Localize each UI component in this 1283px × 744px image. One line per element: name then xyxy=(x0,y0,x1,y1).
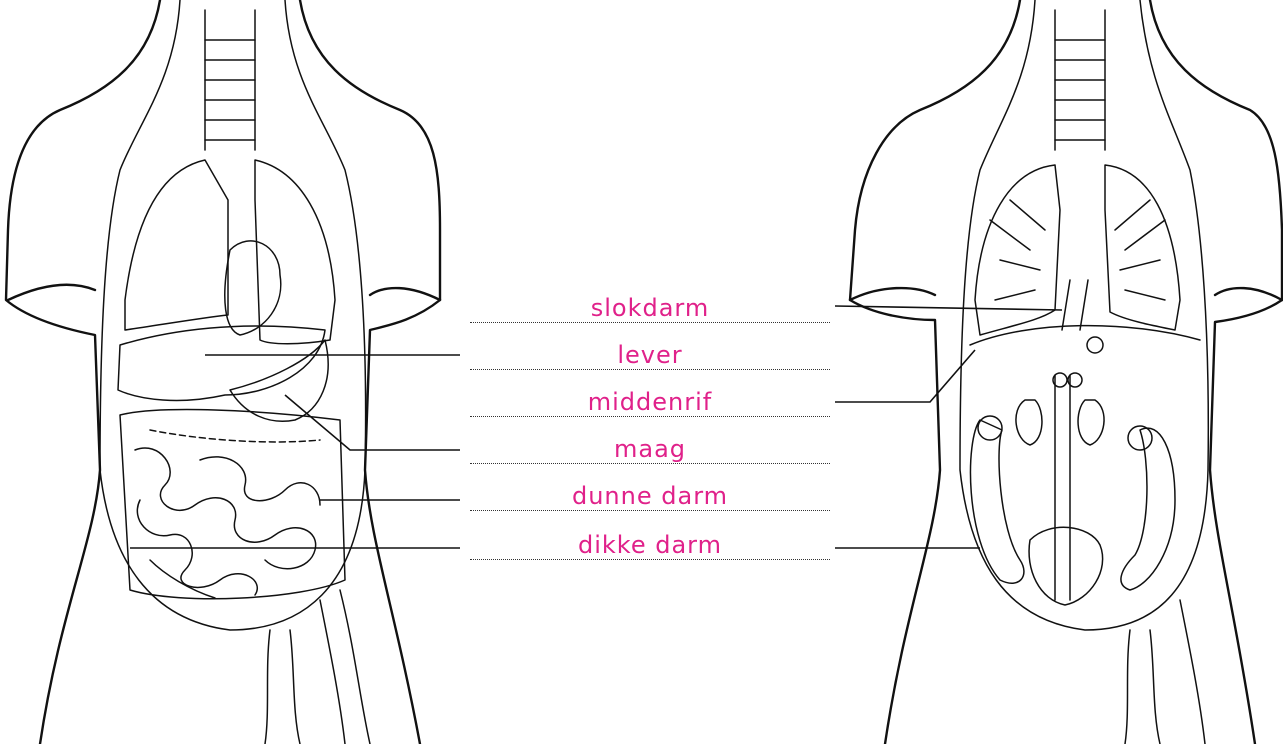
torso-front-illustration xyxy=(0,0,470,744)
label-maag: maag xyxy=(470,437,830,461)
label-row-middenrif: middenrif xyxy=(470,386,830,417)
torso-open-figure xyxy=(830,0,1283,744)
label-lever: lever xyxy=(470,343,830,367)
label-row-dikke-darm: dikke darm xyxy=(470,529,830,560)
label-row-maag: maag xyxy=(470,433,830,464)
label-dunne-darm: dunne darm xyxy=(470,484,830,508)
torso-front-figure xyxy=(0,0,470,744)
torso-open-illustration xyxy=(830,0,1283,744)
label-row-lever: lever xyxy=(470,339,830,370)
label-middenrif: middenrif xyxy=(470,390,830,414)
label-dikke-darm: dikke darm xyxy=(470,533,830,557)
label-slokdarm: slokdarm xyxy=(470,296,830,320)
label-row-dunne-darm: dunne darm xyxy=(470,480,830,511)
label-row-slokdarm: slokdarm xyxy=(470,292,830,323)
